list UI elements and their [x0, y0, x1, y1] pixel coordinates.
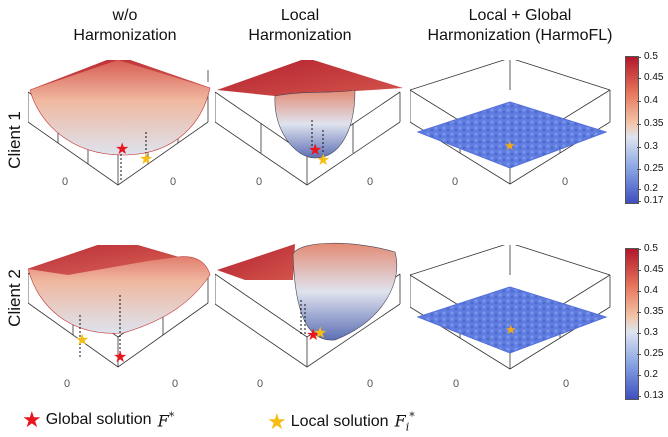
- legend-global-solution: ★ Global solution F*: [22, 407, 175, 433]
- local-solution-star: ★: [313, 325, 328, 342]
- global-solution-star: ★: [115, 141, 130, 158]
- colorbar-top: [625, 56, 639, 204]
- colorbar-tick: 0.4: [637, 285, 658, 296]
- axis-tick: 0: [64, 378, 71, 390]
- surface-plot-client1-wo: [28, 60, 211, 186]
- colorbar-tick: 0.5: [637, 243, 658, 254]
- global-solution-star: ★: [306, 327, 321, 344]
- colorbar-tick: 0.45: [636, 72, 664, 83]
- local-solution-star: ★: [75, 332, 90, 349]
- local-star-icon: ★: [267, 408, 287, 434]
- colorbar-tick: 0.17: [636, 195, 664, 206]
- axis-tick: 0: [453, 378, 460, 390]
- colorbar-tick: 0.35: [636, 118, 664, 129]
- column-title-2: Local Harmonization: [248, 7, 352, 44]
- axis-tick: 0: [172, 378, 179, 390]
- colorbar-bottom: [625, 248, 639, 400]
- colorbar-tick: 0.3: [637, 141, 658, 152]
- axis-tick: 0: [170, 176, 177, 188]
- surface-plot-client2-harmofl: [410, 245, 611, 370]
- colorbar-tick: 0.45: [636, 264, 664, 275]
- colorbar-tick: 0.5: [637, 51, 658, 62]
- surface-plot-client1-harmofl: [410, 60, 611, 185]
- colorbar-tick: 0.13: [636, 390, 664, 401]
- axis-tick: 0: [257, 378, 264, 390]
- surface-plot-client1-local: [215, 60, 403, 186]
- row-label-client-1: Client 1: [5, 111, 24, 169]
- global-solution-star: ★: [308, 142, 323, 159]
- axis-tick: 0: [367, 378, 374, 390]
- colorbar-tick: 0.4: [637, 95, 658, 106]
- axis-tick: 0: [62, 176, 69, 188]
- axis-tick: 0: [562, 176, 569, 188]
- colorbar-tick: 0.2: [637, 183, 658, 194]
- colorbar-tick: 0.3: [637, 327, 658, 338]
- colorbar-tick: 0.25: [636, 348, 664, 359]
- global-solution-star: ★: [113, 349, 128, 366]
- column-title-1: w/o Harmonization: [73, 7, 177, 44]
- local-solution-star: ★: [505, 322, 517, 337]
- surface-plot-client2-local: [215, 242, 401, 368]
- local-solution-star: ★: [316, 152, 331, 169]
- local-solution-star: ★: [504, 138, 516, 153]
- colorbar-tick: 0.35: [636, 306, 664, 317]
- surface-plot-client2-wo: [28, 245, 211, 368]
- axis-tick: 0: [367, 176, 374, 188]
- local-solution-star: ★: [139, 151, 154, 168]
- axis-tick: 0: [563, 378, 570, 390]
- legend-local-solution: ★ Local solution Fi*: [267, 408, 415, 434]
- global-star-icon: ★: [22, 407, 42, 433]
- axis-tick: 0: [256, 176, 263, 188]
- colorbar-tick: 0.2: [637, 369, 658, 380]
- axis-tick: 0: [452, 176, 459, 188]
- column-title-3: Local + Global Harmonization (HarmoFL): [427, 7, 613, 44]
- row-label-client-2: Client 2: [5, 269, 24, 327]
- colorbar-tick: 0.25: [636, 163, 664, 174]
